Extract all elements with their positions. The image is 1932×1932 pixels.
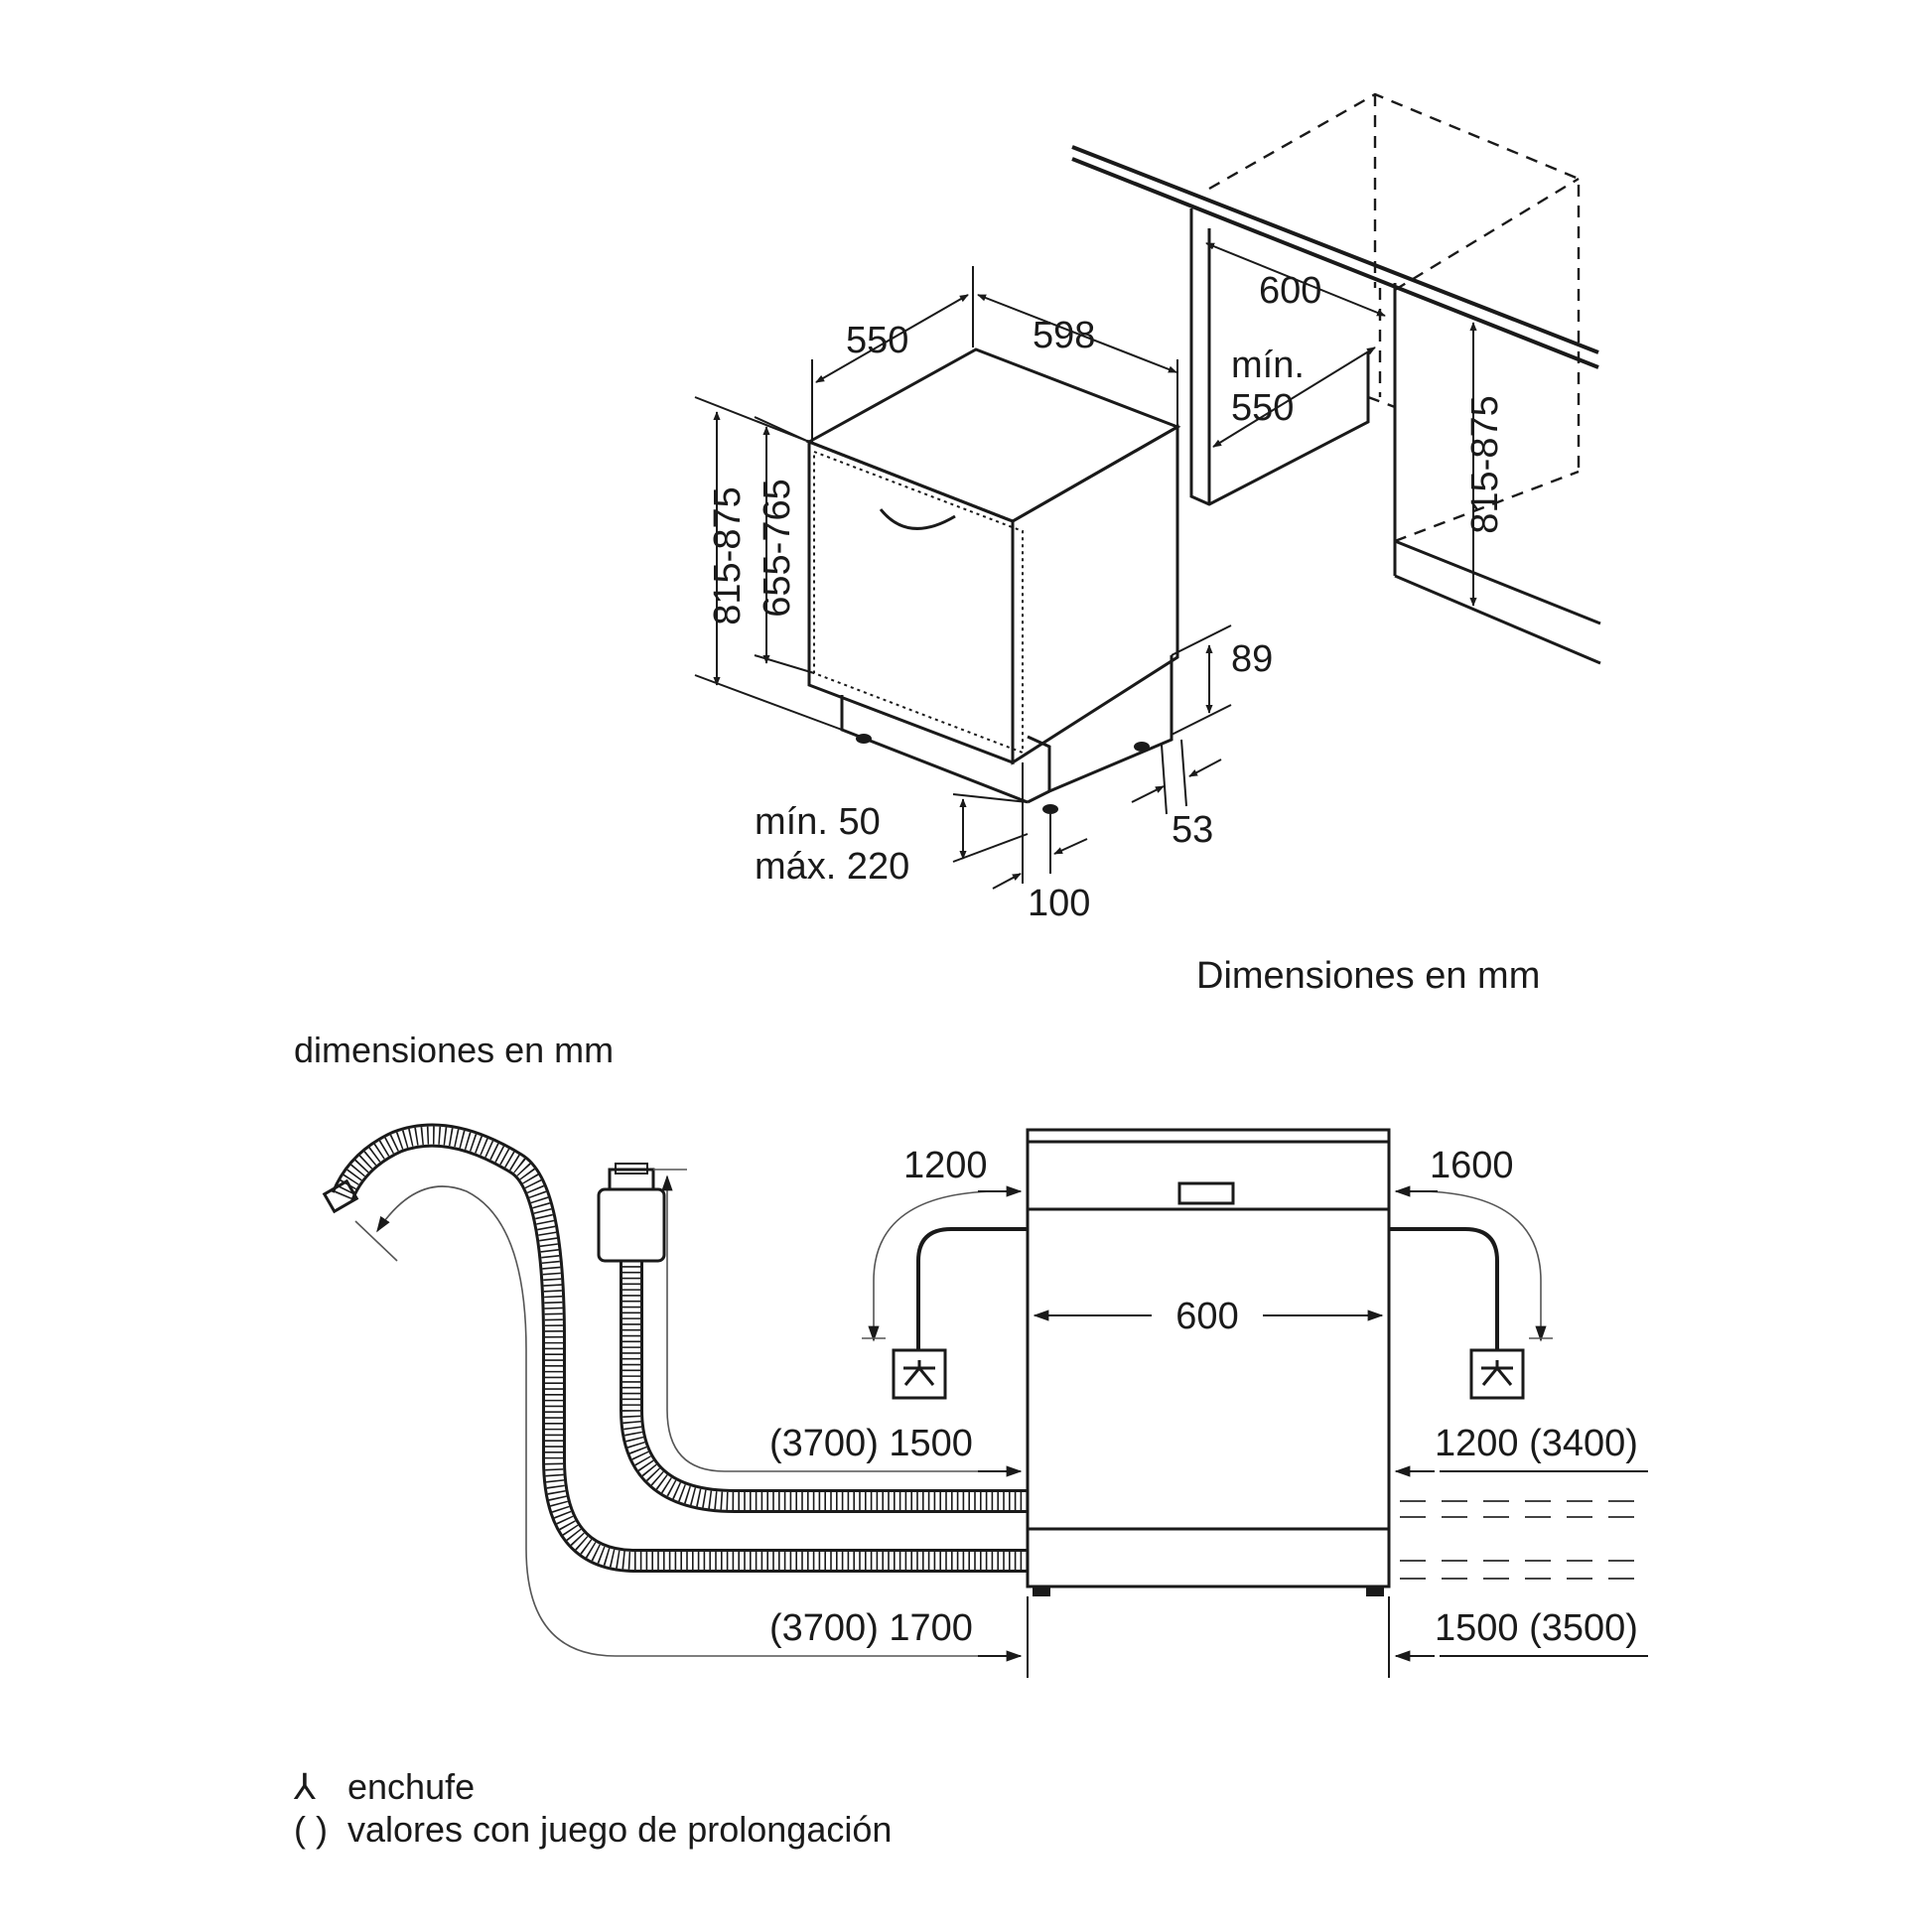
left-inlet-label: (3700) 1500 (769, 1423, 973, 1464)
foot-icon (1134, 742, 1150, 752)
right-inlet-label: 1200 (3400) (1435, 1423, 1638, 1464)
dim-door-label: 655-765 (757, 479, 798, 617)
dim-door-left: 655-765 (754, 416, 815, 674)
plug-icon-glyph (903, 1360, 935, 1386)
upper-units-caption: Dimensiones en mm (1196, 955, 1540, 997)
foot-icon (856, 734, 872, 744)
plug-icon (1469, 1348, 1525, 1400)
dim-plinth-53: 53 (1131, 739, 1222, 851)
niche-height-label: 815-875 (1464, 395, 1506, 533)
dim-depth-550: 550 (811, 266, 974, 442)
left-cable-label: 1200 (903, 1145, 988, 1186)
dishwasher-body (805, 347, 1181, 814)
niche-depth-label-1: mín. (1231, 345, 1305, 386)
legend: ⅄ enchufe ( ) valores con juego de prolo… (293, 1766, 892, 1850)
right-power-cable: 1600 (1389, 1145, 1553, 1400)
aquastop-valve (597, 1187, 666, 1263)
niche-width-label: 600 (1259, 270, 1321, 312)
legend-plug-symbol: ⅄ (293, 1766, 316, 1807)
dim-gap: mín. 50 máx. 220 (755, 793, 1029, 888)
legend-paren-symbol: ( ) (294, 1809, 328, 1850)
lower-front-view: dimensiones en mm 600 1200 (294, 1030, 1648, 1678)
control-display (1177, 1181, 1235, 1205)
right-drain-label: 1500 (3500) (1435, 1607, 1638, 1649)
dim-plinth-depth-label: 53 (1172, 809, 1213, 851)
lower-units-caption: dimensiones en mm (294, 1030, 614, 1070)
front-width-label: 600 (1175, 1296, 1238, 1337)
dim-width-598: 598 (977, 294, 1178, 427)
plug-icon-glyph (1481, 1360, 1513, 1386)
niche-installation: 600 mín. 550 815-875 (1071, 92, 1601, 665)
dim-plinth-89: 89 (1171, 624, 1273, 736)
foot-icon (1042, 804, 1058, 814)
left-power-cable: 1200 (862, 1145, 1028, 1400)
foot-icon (1366, 1587, 1384, 1596)
inlet-hose: (3700) 1500 (597, 1163, 1028, 1513)
dishwasher-front: 600 (1026, 1128, 1391, 1596)
right-side-connections: 1200 (3400) 1500 (3500) (1388, 1423, 1648, 1678)
dim-plinth-height-label: 89 (1231, 638, 1273, 680)
right-cable-label: 1600 (1430, 1145, 1514, 1186)
dim-setback-label: 100 (1028, 883, 1090, 924)
legend-plug-text: enchufe (347, 1766, 475, 1807)
niche-depth-label-2: 550 (1231, 387, 1294, 429)
drain-hose: (3700) 1700 (322, 1123, 1029, 1678)
dim-depth-label: 550 (846, 320, 908, 361)
dim-height-label: 815-875 (707, 486, 749, 624)
dim-gap-label-1: mín. 50 (755, 801, 881, 843)
upper-isometric-drawing: 550 598 815-875 655-765 89 (694, 92, 1601, 997)
dim-height-left: 815-875 (694, 396, 843, 731)
dim-width-label: 598 (1033, 315, 1095, 356)
left-drain-label: (3700) 1700 (769, 1607, 973, 1649)
plug-icon (892, 1348, 947, 1400)
foot-icon (1033, 1587, 1050, 1596)
dim-gap-label-2: máx. 220 (755, 846, 909, 888)
legend-paren-text: valores con juego de prolongación (347, 1809, 892, 1850)
dim-setback-100: 100 (992, 762, 1090, 924)
